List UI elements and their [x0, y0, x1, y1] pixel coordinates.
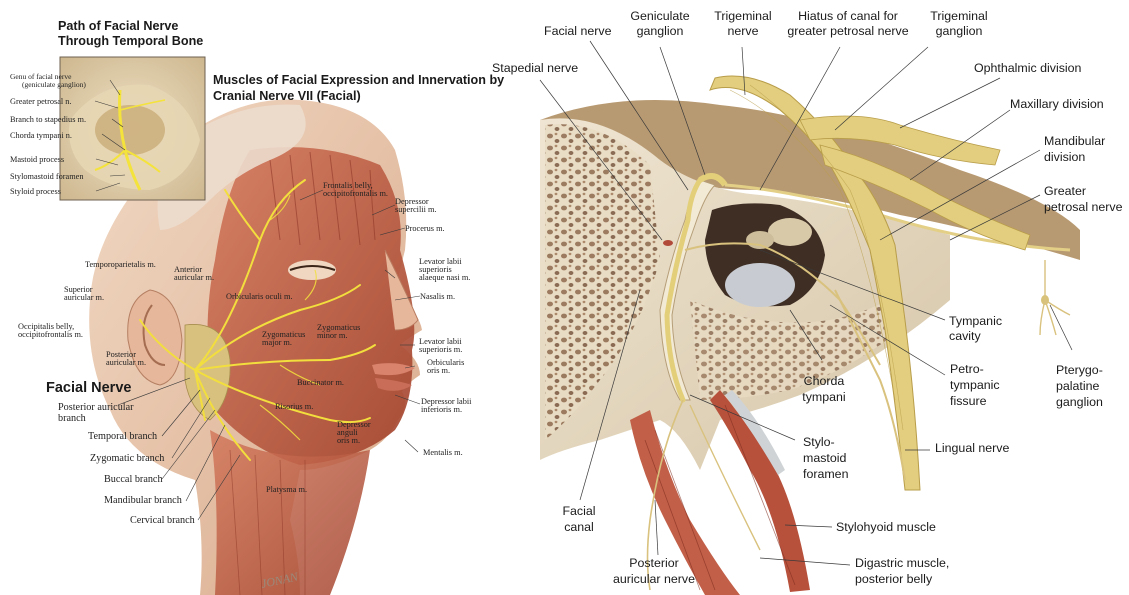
label-ophthalmic-division: Ophthalmic division	[974, 62, 1081, 76]
label-chorda-tympani-2: tympani	[796, 391, 852, 405]
label-stylomastoid-3: foramen	[803, 468, 848, 482]
label-levator-sup-2: superioris m.	[419, 345, 462, 354]
label-mandibular-division-2: division	[1044, 151, 1085, 165]
label-orbicularis-oculi: Orbicularis oculi m.	[226, 292, 293, 301]
label-levator-alaeque-3: alaeque nasi m.	[419, 273, 470, 282]
label-maxillary-division: Maxillary division	[1010, 98, 1104, 112]
label-anterior-auricular-2: auricular m.	[174, 273, 214, 282]
label-digastric-1: Digastric muscle,	[855, 557, 949, 571]
label-stylomastoid-1: Stylo-	[803, 436, 835, 450]
label-facial-canal-1: Facial	[556, 505, 602, 519]
label-procerus: Procerus m.	[405, 224, 445, 233]
label-petrotympanic-3: fissure	[950, 395, 987, 409]
label-mandibular-division-1: Mandibular	[1044, 135, 1105, 149]
label-petrotympanic-1: Petro-	[950, 363, 984, 377]
label-frontalis-2: occipitofrontalis m.	[323, 189, 388, 198]
label-geniculate-1: Geniculate	[622, 10, 698, 24]
label-zyg-major-2: major m.	[262, 338, 292, 347]
label-stylomastoid: Stylomastoid foramen	[10, 172, 84, 181]
label-stylohyoid-muscle: Stylohyoid muscle	[836, 521, 936, 535]
label-stapedial-nerve: Stapedial nerve	[492, 62, 578, 76]
label-tympanic-cavity-1: Tympanic	[949, 315, 1002, 329]
label-stylomastoid-2: mastoid	[803, 452, 846, 466]
label-occipitalis-2: occipitofrontalis m.	[18, 330, 83, 339]
label-genu-2: (geniculate ganglion)	[22, 81, 86, 89]
label-nasalis: Nasalis m.	[420, 292, 455, 301]
label-platysma: Platysma m.	[266, 485, 307, 494]
label-trigeminal-nerve-2: nerve	[708, 25, 778, 39]
label-chorda-tympani: Chorda tympani n.	[10, 131, 72, 140]
label-greater-petrosal: Greater petrosal n.	[10, 97, 72, 106]
label-depressor-labii-2: inferioris m.	[421, 405, 462, 414]
label-mastoid: Mastoid process	[10, 155, 64, 164]
label-risorius: Risorius m.	[275, 402, 313, 411]
ear-cross-section-illustration	[540, 76, 1080, 595]
label-trigeminal-nerve-1: Trigeminal	[708, 10, 778, 24]
main-title-line2: Cranial Nerve VII (Facial)	[213, 89, 361, 103]
label-posterior-auricular-nerve-1: Posterior	[604, 557, 704, 571]
main-title-line1: Muscles of Facial Expression and Innerva…	[213, 73, 504, 87]
label-greater-petrosal-nerve-1: Greater	[1044, 185, 1086, 199]
label-pterygopalatine-3: ganglion	[1056, 396, 1103, 410]
label-branch-zygomatic: Zygomatic branch	[90, 453, 164, 464]
label-branch-cervical: Cervical branch	[130, 515, 195, 526]
label-depressor-supercilii-2: supercilii m.	[395, 205, 436, 214]
label-branch-posterior-2: branch	[58, 413, 86, 424]
label-branch-temporal: Temporal branch	[88, 431, 157, 442]
facial-nerve-heading: Facial Nerve	[46, 380, 131, 396]
label-geniculate-2: ganglion	[622, 25, 698, 39]
label-hiatus-2: greater petrosal nerve	[782, 25, 914, 39]
label-orbicularis-oris-2: oris m.	[427, 366, 450, 375]
label-facial-nerve: Facial nerve	[544, 25, 612, 39]
label-post-auricular-m-2: auricular m.	[106, 358, 146, 367]
label-zyg-minor-2: minor m.	[317, 331, 347, 340]
label-mentalis: Mentalis m.	[423, 448, 463, 457]
label-pterygopalatine-1: Pterygo-	[1056, 364, 1103, 378]
label-greater-petrosal-nerve-2: petrosal nerve	[1044, 201, 1123, 215]
label-trigeminal-ganglion-2: ganglion	[922, 25, 996, 39]
label-chorda-tympani-1: Chorda	[796, 375, 852, 389]
label-superior-auricular-2: auricular m.	[64, 293, 104, 302]
inset-title-line1: Path of Facial Nerve	[58, 19, 178, 33]
label-trigeminal-ganglion-1: Trigeminal	[922, 10, 996, 24]
inset-title-line2: Through Temporal Bone	[58, 34, 203, 48]
label-hiatus-1: Hiatus of canal for	[782, 10, 914, 24]
label-branch-posterior-1: Posterior auricular	[58, 402, 134, 413]
label-branch-buccal: Buccal branch	[104, 474, 163, 485]
label-depressor-anguli-3: oris m.	[337, 436, 360, 445]
label-pterygopalatine-2: palatine	[1056, 380, 1099, 394]
label-branch-mandibular: Mandibular branch	[104, 495, 182, 506]
label-tympanic-cavity-2: cavity	[949, 330, 981, 344]
label-facial-canal-2: canal	[556, 521, 602, 535]
label-digastric-2: posterior belly	[855, 573, 932, 587]
label-styloid: Styloid process	[10, 187, 61, 196]
label-lingual-nerve: Lingual nerve	[935, 442, 1009, 456]
label-temporoparietalis: Temporoparietalis m.	[85, 260, 156, 269]
label-posterior-auricular-nerve-2: auricular nerve	[604, 573, 704, 587]
label-petrotympanic-2: tympanic	[950, 379, 1000, 393]
label-stapedius: Branch to stapedius m.	[10, 115, 86, 124]
label-buccinator: Buccinator m.	[297, 378, 344, 387]
